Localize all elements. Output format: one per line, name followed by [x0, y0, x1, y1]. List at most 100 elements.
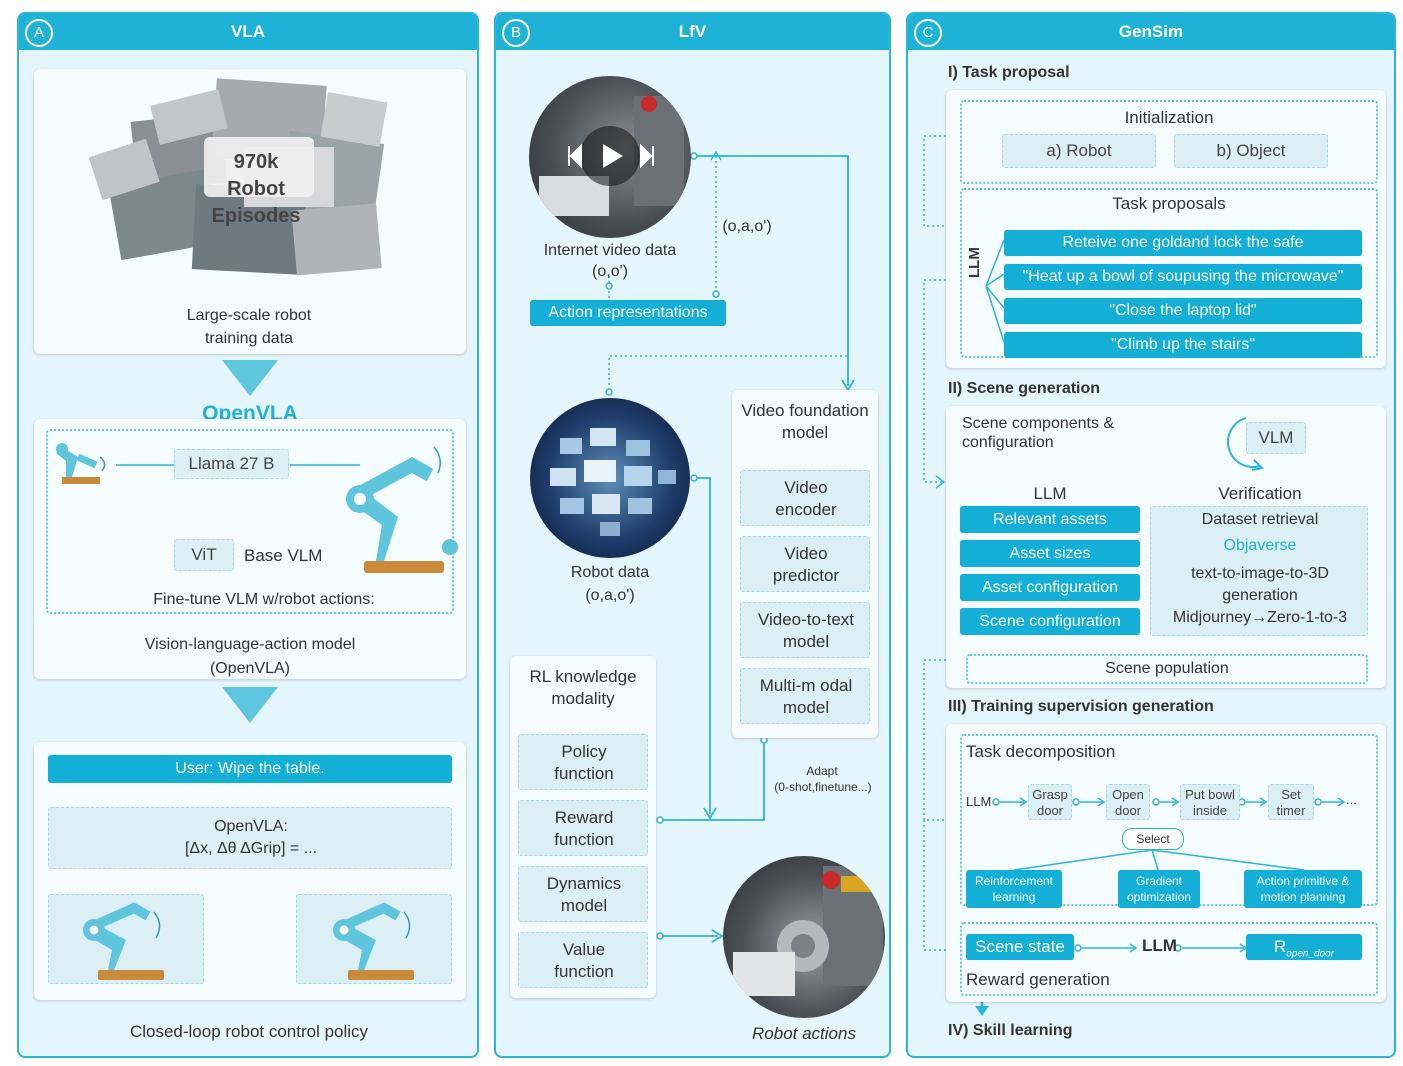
vfm-item-2: Video-to-text model [740, 602, 870, 658]
action-representations-box: Action representations [530, 300, 726, 326]
chain-more: ... [1346, 792, 1357, 807]
llm-item-3: Scene configuration [960, 608, 1140, 635]
t2i3d-label: text-to-image-to-3D generation [1191, 565, 1329, 604]
robot-arm-icon [56, 443, 106, 484]
panel-gensim-header: C GenSim [908, 14, 1394, 50]
panel-vla-header: A VLA [19, 14, 477, 50]
rl-item-0: Policy function [518, 734, 648, 790]
training-data-label: Large-scale robot training data [186, 307, 312, 347]
chain-step-2: Put bowl inside [1180, 784, 1240, 820]
connector-line-2 [290, 464, 360, 466]
refresh-loop-icon [1227, 417, 1265, 471]
verification-label: Verification [1218, 484, 1302, 503]
user-prompt: User: Wipe the table. [48, 755, 452, 783]
policy-label: Closed-loop robot control policy [129, 1022, 369, 1041]
rl-item-3: Value function [518, 932, 648, 988]
robot-scene-icon [733, 866, 883, 996]
finetune-label: Fine-tune VLM w/robot actions: [153, 591, 375, 608]
task-proposal-card: Initialization a) Robot b) Object Task p… [946, 90, 1386, 368]
arrow-down-icon-2 [222, 687, 278, 723]
vfm-item-0: Video encoder [740, 470, 870, 526]
reward-function-box: Ropen_door [1246, 934, 1362, 960]
robot-data-thumbnail[interactable] [530, 398, 690, 558]
chain-connectors [992, 797, 1346, 871]
robot-arm-right-icon [333, 902, 414, 980]
chain-llm-label: LLM [966, 794, 992, 809]
vfm-item-3: Multi-m odal model [740, 668, 870, 724]
arrow-down-icon [222, 360, 278, 396]
internet-video-thumbnail[interactable] [529, 76, 691, 238]
vla-model-label: Vision-language-action model (OpenVLA) [144, 636, 356, 677]
reward-sub: open_door [1286, 948, 1335, 960]
llm-item-0: Relevant assets [960, 506, 1140, 533]
panel-lfv: B LfV Internet vi [494, 12, 891, 1058]
vfm-item-1: Video predictor [740, 536, 870, 592]
training-supervision-card: Task decomposition LLM Grasp door Open d… [946, 724, 1386, 1002]
openvla-card: Llama 27 B ViT Base VLM Fine-tune VLM w/… [34, 419, 466, 679]
internet-video-sub: (o,o') [592, 263, 628, 280]
chain-step-1: Open door [1106, 784, 1150, 820]
verification-box: Dataset retrieval Objaverse text-to-imag… [1150, 506, 1368, 636]
method-2: Action primitive & motion planning [1244, 870, 1362, 908]
init-robot-box: a) Robot [1002, 134, 1156, 168]
proposal-3: "Climb up the stairs" [1004, 332, 1362, 358]
reward-generation-box [960, 922, 1378, 996]
scene-components-label: Scene components & configuration [962, 415, 1115, 451]
openvla-output-box: OpenVLA: [Δx, Δθ ΔGrip] = ... [48, 807, 452, 869]
midjourney-label: Midjourney→Zero-1-to-3 [1172, 609, 1348, 626]
panel-lfv-letter: B [502, 19, 530, 47]
reward-generation-label: Reward generation [966, 970, 1110, 989]
large-robot-arm-icon [346, 446, 458, 573]
task-decomposition-label: Task decomposition [966, 742, 1116, 761]
policy-card: User: Wipe the table. OpenVLA: [Δx, Δθ Δ… [34, 742, 466, 1000]
output-formula: [Δx, Δθ ΔGrip] = ... [184, 840, 318, 857]
vlm-box: VLM [1246, 422, 1306, 454]
panel-gensim-title: GenSim [1118, 22, 1184, 41]
skill-learning-title: IV) Skill learning [948, 1022, 1073, 1039]
scene-generation-card: Scene components & configuration VLM LLM… [946, 406, 1386, 688]
robot-actions-thumbnail[interactable] [723, 856, 885, 1018]
episodes-label: 970k Robot Episodes [211, 151, 301, 227]
chain-step-3: Set timer [1268, 784, 1314, 820]
panel-gensim-letter: C [914, 19, 942, 47]
task-proposal-title: I) Task proposal [948, 64, 1070, 81]
adapt-label: Adapt [806, 764, 838, 778]
finetune-box [46, 429, 454, 614]
scene-population-label: Scene population [1105, 660, 1229, 677]
proposal-1: "Heat up a bowl of soupusing the microwa… [1004, 264, 1362, 290]
panel-gensim: C GenSim I) Task proposal Initialization… [906, 12, 1396, 1058]
reward-connectors [1074, 943, 1248, 953]
proposal-0: Reteive one goldand lock the safe [1004, 230, 1362, 256]
llama-box: Llama 27 B [174, 449, 289, 479]
lfv-connectors [605, 150, 855, 943]
init-object-box: b) Object [1174, 134, 1328, 168]
scene-state-box: Scene state [966, 934, 1074, 960]
llm-item-1: Asset sizes [960, 540, 1140, 567]
method-0: Reinforcement learning [966, 870, 1062, 908]
panel-lfv-title: LfV [678, 22, 707, 41]
photo-collage-icon [88, 78, 388, 276]
rl-item-2: Dynamics model [518, 866, 648, 922]
panel-lfv-header: B LfV [496, 14, 889, 50]
proposal-fan-lines [985, 239, 1005, 343]
adapt-sub: (0-shot,finetune...) [774, 780, 872, 794]
llm-item-2: Asset configuration [960, 574, 1140, 601]
vfm-title: Video foundation model [741, 401, 869, 442]
video-foundation-model-card: Video foundation model Video encoder Vid… [732, 390, 878, 738]
play-controls-icon [539, 96, 684, 216]
panel-vla-letter: A [25, 19, 53, 47]
reward-r: R [1273, 937, 1287, 956]
training-supervision-title: III) Training supervision generation [948, 698, 1214, 715]
panel-vla-title: VLA [231, 22, 265, 41]
objaverse-label: Objaverse [1223, 537, 1297, 554]
scene-population-box [966, 654, 1368, 684]
select-pill: Select [1122, 828, 1184, 850]
scene-generation-title: II) Scene generation [948, 380, 1101, 397]
internet-video-label: Internet video data [543, 242, 677, 259]
vit-box: ViT [174, 539, 234, 571]
robot-data-label: Robot data [570, 564, 650, 581]
output-label: OpenVLA: [214, 818, 288, 835]
panel-vla: A VLA 970k Robot Episodes Large-scale ro… [17, 12, 479, 1058]
proposal-2: "Close the laptop lid" [1004, 298, 1362, 324]
dataset-retrieval-label: Dataset retrieval [1201, 511, 1319, 528]
